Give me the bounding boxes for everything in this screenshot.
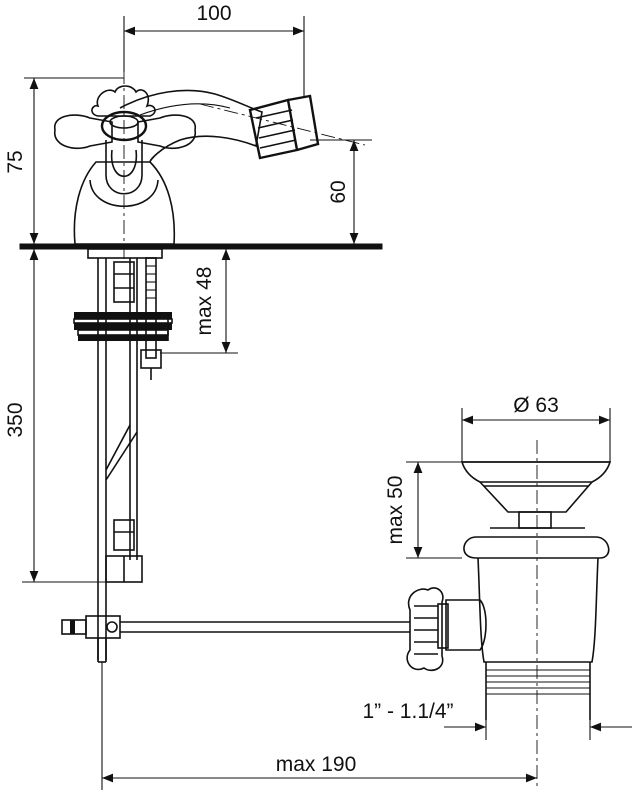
dim-waste-diameter: Ø 63 — [461, 394, 611, 462]
dim-deck-thickness: max 48 — [160, 249, 238, 354]
dim-spout-reach: 100 — [123, 2, 305, 98]
dim-waste-height: max 50 — [384, 461, 462, 559]
fixing-assembly — [61, 248, 410, 663]
bidet-mixer-body — [54, 70, 366, 260]
dim-pop-up-rod: max 190 — [101, 662, 537, 790]
label-mixer-height: 75 — [4, 150, 27, 173]
label-spout-reach: 100 — [196, 2, 231, 25]
dim-spout-height: 60 — [310, 139, 372, 244]
dim-mixer-height: 75 — [4, 77, 124, 244]
label-waste-height: max 50 — [384, 476, 407, 545]
label-supply-length: 350 — [4, 402, 27, 437]
label-pop-up-rod: max 190 — [276, 753, 357, 776]
label-deck-thickness: max 48 — [193, 267, 216, 336]
label-thread-size: 1” - 1.1/4” — [362, 700, 453, 723]
pop-up-waste — [406, 440, 612, 790]
dim-thread-size: 1” - 1.1/4” — [362, 700, 632, 740]
label-waste-diameter: Ø 63 — [513, 394, 559, 417]
aerator — [248, 94, 320, 160]
deck-surface — [19, 243, 383, 250]
label-spout-height: 60 — [327, 180, 350, 203]
dim-supply-length: 350 — [4, 249, 142, 583]
cross-handle — [54, 85, 196, 208]
